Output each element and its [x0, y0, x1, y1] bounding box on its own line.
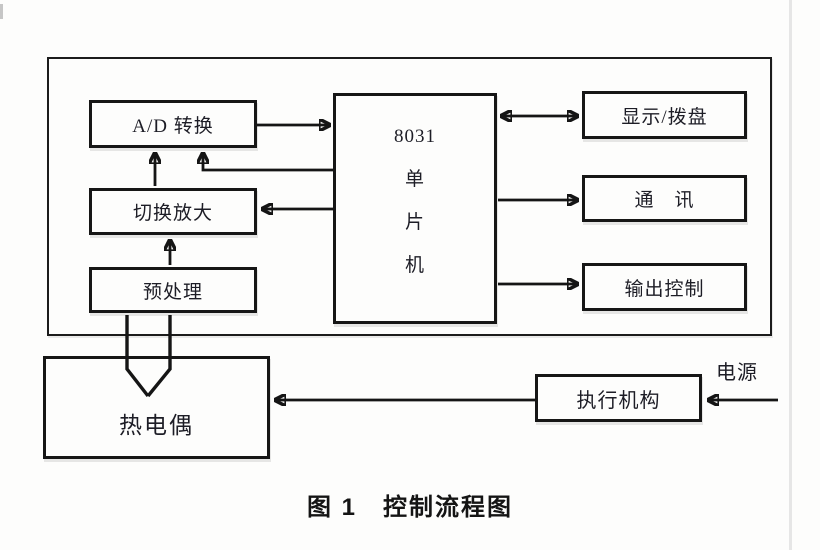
mcu-label-line1: 8031	[394, 126, 436, 147]
scan-artifact-topleft-mark	[0, 4, 3, 19]
mcu-label-line4: 机	[404, 255, 425, 276]
block-display-dial-label: 显示/拨盘	[621, 106, 708, 128]
block-communication-label: 通 讯	[634, 190, 695, 211]
system-boundary-box	[47, 57, 772, 336]
power-source-label: 电源	[716, 362, 758, 384]
block-preprocessor-label: 预处理	[142, 281, 203, 303]
block-ad-converter-label: A/D 转换	[132, 115, 214, 137]
block-mcu-8031: 8031 单 片 机	[333, 93, 497, 324]
block-switch-amplifier: 切换放大	[89, 188, 257, 235]
block-communication: 通 讯	[582, 175, 747, 222]
block-output-control: 输出控制	[582, 263, 747, 311]
block-actuator-label: 执行机构	[576, 389, 661, 412]
mcu-label-line3: 片	[404, 212, 425, 233]
block-thermocouple: 热电偶	[43, 356, 270, 459]
block-output-control-label: 输出控制	[624, 278, 705, 300]
block-thermocouple-label: 热电偶	[119, 412, 194, 438]
mcu-label-line2: 单	[404, 169, 425, 190]
block-ad-converter: A/D 转换	[89, 100, 257, 148]
block-display-dial: 显示/拨盘	[582, 91, 747, 139]
block-actuator: 执行机构	[535, 374, 702, 422]
scan-artifact-right-streak	[789, 0, 792, 550]
block-switch-amplifier-label: 切换放大	[132, 203, 213, 224]
block-preprocessor: 预处理	[89, 267, 257, 313]
figure-caption: 图 1 控制流程图	[306, 494, 513, 521]
